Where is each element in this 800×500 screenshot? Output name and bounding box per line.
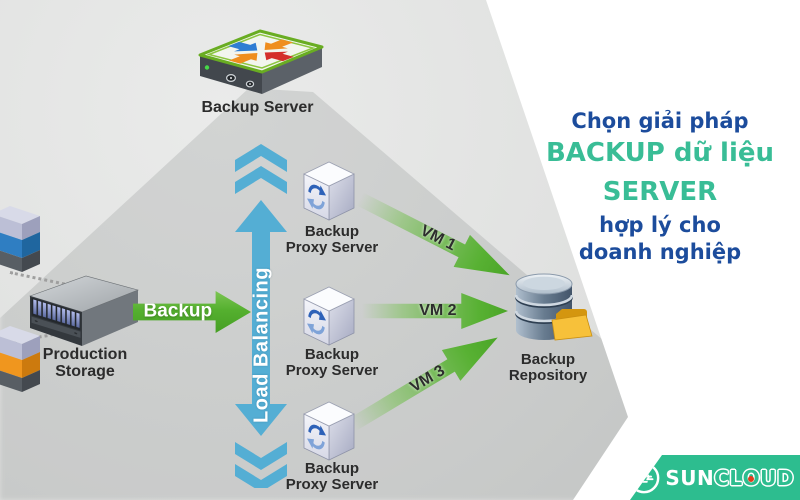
sync-icon xyxy=(307,309,326,335)
backup-server-label: Backup Server xyxy=(201,99,314,116)
headline-line-3: SERVER xyxy=(602,177,718,208)
backup-proxy-icon xyxy=(303,161,355,221)
source-server-icon-blue xyxy=(0,206,40,272)
headline: Chọn giải pháp BACKUP dữ liệu SERVER hợp… xyxy=(545,108,775,265)
cloud-logo-icon xyxy=(630,462,660,493)
production-storage-icon xyxy=(29,275,139,346)
sync-icon xyxy=(307,424,326,450)
production-storage-label: Production Storage xyxy=(42,346,128,381)
sync-icon xyxy=(307,184,326,210)
backup-arrow-label: Backup xyxy=(143,300,213,322)
vm2-label: VM 2 xyxy=(419,302,457,319)
brand-wordmark: SUNCLOUD xyxy=(665,466,794,490)
headline-line-5: doanh nghiệp xyxy=(578,239,742,264)
brand-cloud: CLOUD xyxy=(714,465,794,490)
red-dot xyxy=(748,475,755,482)
backup-repository-icon xyxy=(514,273,593,341)
load-balancing-arrow xyxy=(229,138,293,488)
source-server-icon-orange xyxy=(0,326,40,392)
folder-icon xyxy=(551,309,593,341)
load-balancing-label: Load Balancing xyxy=(250,267,273,423)
headline-line-4: hợp lý cho xyxy=(599,213,721,238)
backup-proxy-icon xyxy=(303,286,355,346)
backup-proxy-label-3: Backup Proxy Server xyxy=(285,460,379,494)
headline-line-1: Chọn giải pháp xyxy=(571,109,749,133)
headline-line-2: BACKUP dữ liệu xyxy=(545,138,775,169)
backup-proxy-label-2: Backup Proxy Server xyxy=(285,346,379,380)
backup-proxy-icon xyxy=(303,401,355,461)
converging-arrows-glyph xyxy=(228,39,294,64)
backup-server-icon xyxy=(198,29,324,94)
backup-repository-label: Backup Repository xyxy=(508,351,588,385)
brand-sun: SUN xyxy=(665,465,715,490)
brand-banner: SUNCLOUD xyxy=(630,455,800,500)
backup-proxy-label-1: Backup Proxy Server xyxy=(285,223,379,257)
